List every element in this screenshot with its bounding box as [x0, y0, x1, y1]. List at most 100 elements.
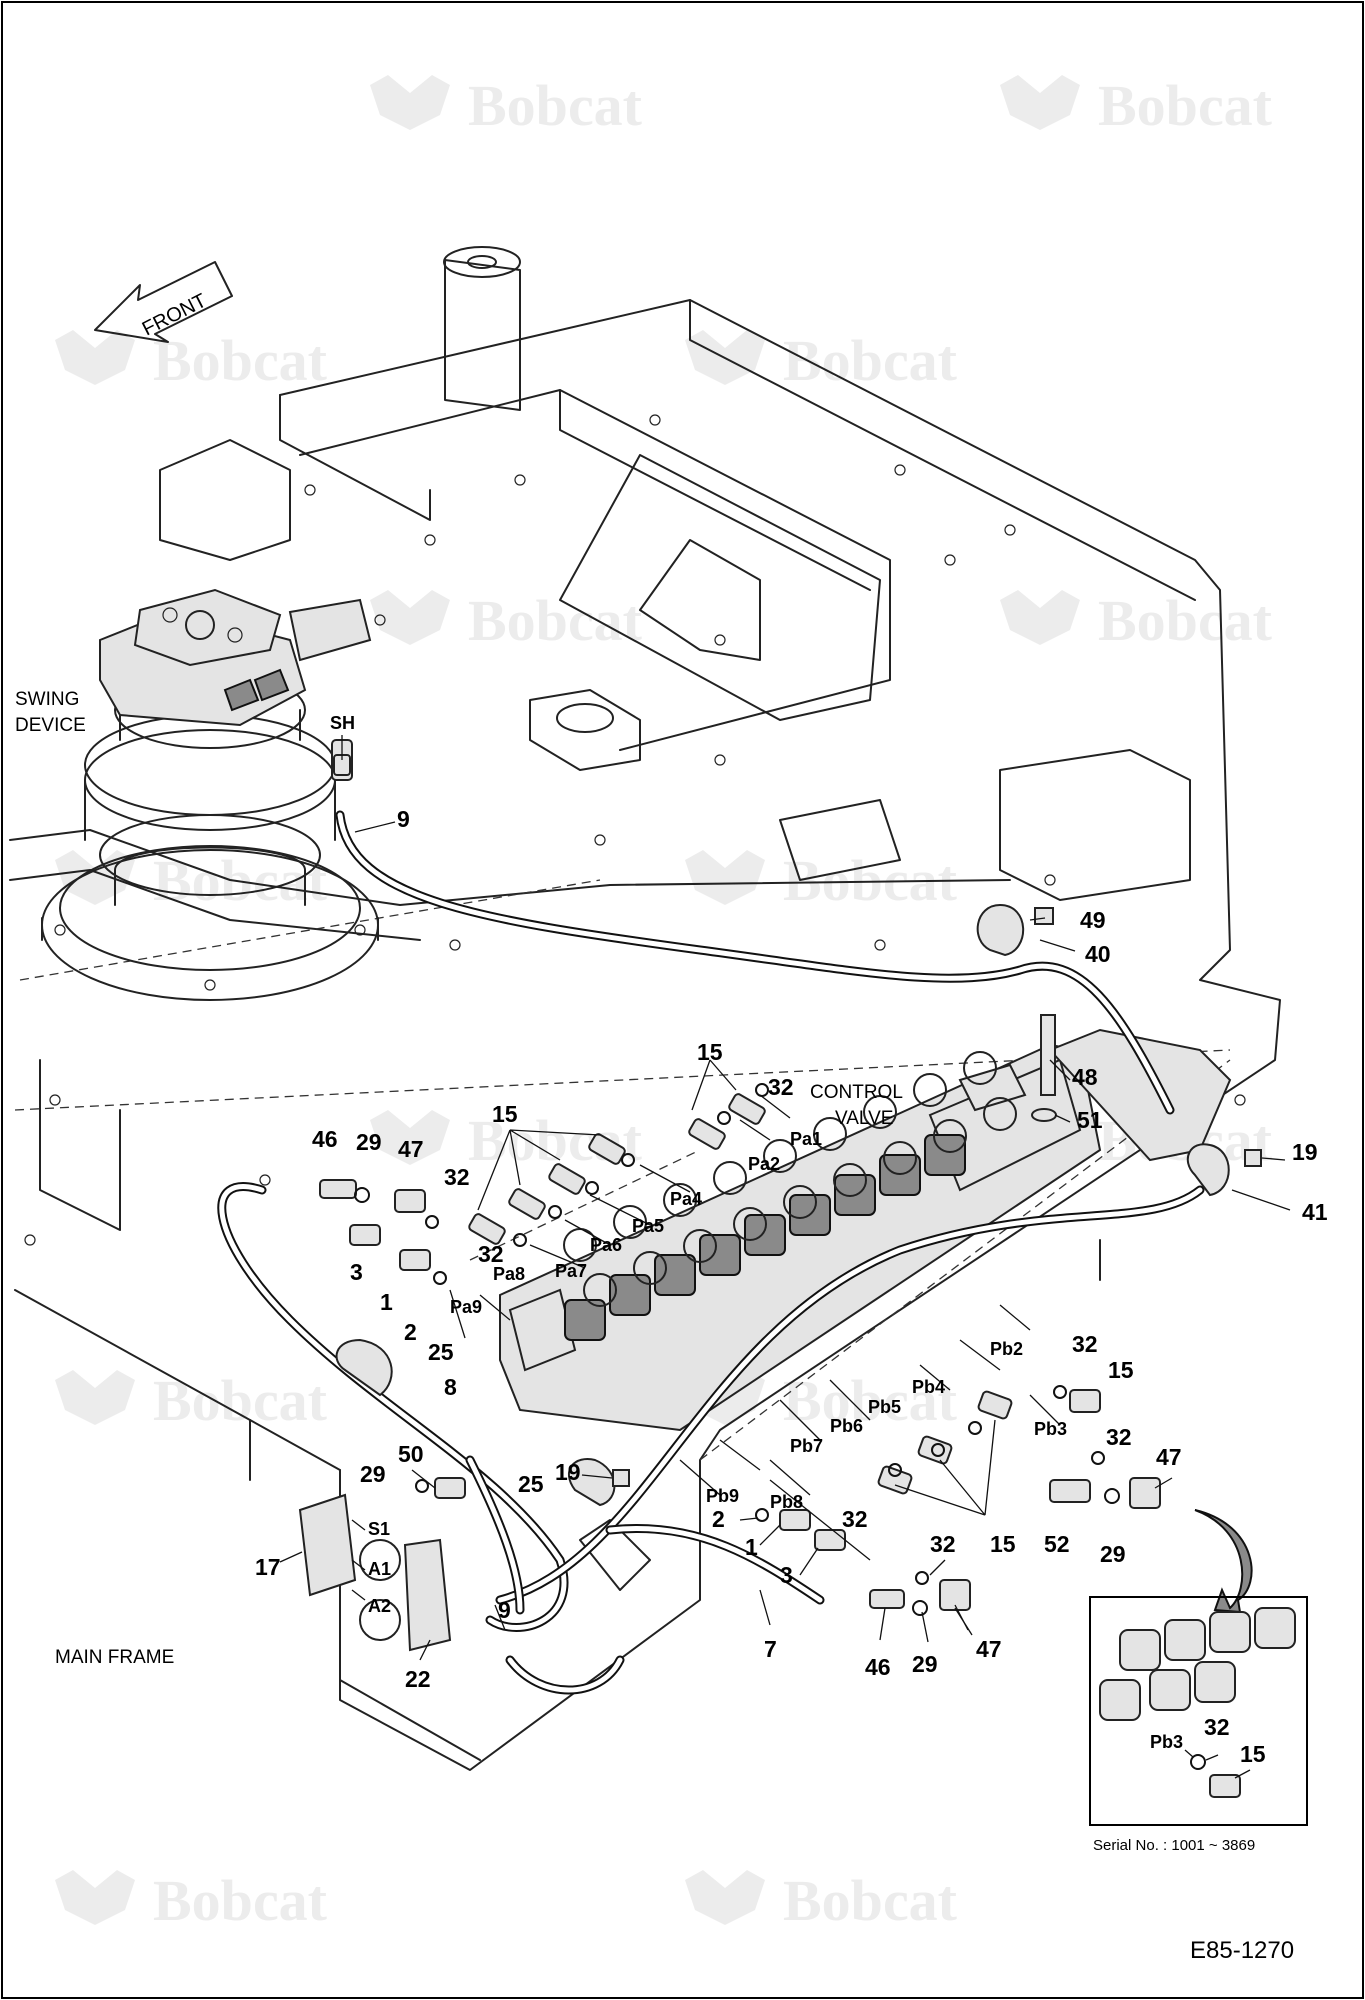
fitting-1 [399, 1249, 431, 1271]
callout-a2: A2 [368, 1596, 391, 1616]
callout-41: 41 [1302, 1199, 1328, 1225]
callout-2: 2 [404, 1319, 417, 1345]
watermark: Bobcat [1000, 588, 1273, 653]
callout-22: 22 [405, 1666, 431, 1692]
watermark-text: Bobcat [1098, 73, 1273, 138]
bolt-49 [1034, 907, 1054, 925]
callout-32: 32 [1106, 1424, 1132, 1450]
fitting-15 [548, 1163, 586, 1195]
fitting-3 [349, 1224, 381, 1246]
serial-number-range: Serial No. : 1001 ~ 3869 [1093, 1837, 1255, 1854]
bobcat-head-logo [55, 1870, 135, 1925]
watermark-text: Bobcat [468, 588, 643, 653]
callout-32: 32 [444, 1164, 470, 1190]
plate-22 [403, 1538, 452, 1652]
callout-40: 40 [1085, 941, 1111, 967]
hose-layer [217, 810, 1205, 1695]
callout-8: 8 [444, 1374, 457, 1400]
callout-s1: S1 [368, 1519, 390, 1539]
callout-3: 3 [780, 1562, 793, 1588]
callout-pb7: Pb7 [790, 1436, 823, 1456]
fitting-47 [1129, 1477, 1161, 1509]
inset-frame [1089, 1596, 1308, 1826]
curved-arrow-icon [1194, 1509, 1253, 1614]
callout-32: 32 [842, 1506, 868, 1532]
fitting-3 [814, 1529, 846, 1551]
callout-pa5: Pa5 [632, 1216, 664, 1236]
inset-callout-15: 15 [1240, 1741, 1266, 1767]
fitting-1 [779, 1509, 811, 1531]
watermark-text: Bobcat [153, 1368, 328, 1433]
callout-pa1: Pa1 [790, 1129, 822, 1149]
clamp-41 [1186, 1143, 1230, 1197]
callout-25: 25 [518, 1471, 544, 1497]
callout-48: 48 [1072, 1064, 1098, 1090]
bolt-19b [612, 1469, 630, 1487]
watermark: Bobcat [55, 1868, 328, 1933]
leader-lines [279, 735, 1291, 1661]
callout-32: 32 [478, 1241, 504, 1267]
assembly-labels: SWING DEVICE CONTROL VALVE MAIN FRAME [15, 689, 903, 1668]
callout-46: 46 [865, 1654, 891, 1680]
callout-sh: SH [330, 713, 355, 733]
clamp-25b [568, 1458, 616, 1507]
callout-2: 2 [712, 1506, 725, 1532]
callout-52: 52 [1044, 1531, 1070, 1557]
callout-15: 15 [1108, 1357, 1134, 1383]
callout-1: 1 [745, 1534, 758, 1560]
bobcat-head-logo [685, 1870, 765, 1925]
watermark-text: Bobcat [153, 1868, 328, 1933]
callout-47: 47 [976, 1636, 1002, 1662]
callout-17: 17 [255, 1554, 281, 1580]
watermark-text: Bobcat [153, 328, 328, 393]
callout-pa8: Pa8 [493, 1264, 525, 1284]
callout-19: 19 [1292, 1139, 1318, 1165]
callout-pb6: Pb6 [830, 1416, 863, 1436]
fitting-47 [939, 1579, 971, 1611]
clamp-25a [335, 1338, 393, 1397]
block-17 [298, 1493, 357, 1597]
control-valve-label: CONTROL [810, 1082, 903, 1103]
callout-1: 1 [380, 1289, 393, 1315]
watermark: Bobcat [55, 328, 328, 393]
callout-pb3: Pb3 [1034, 1419, 1067, 1439]
watermark-text: Bobcat [783, 1868, 958, 1933]
callout-50: 50 [398, 1441, 424, 1467]
callout-32: 32 [930, 1531, 956, 1557]
bobcat-head-logo [370, 590, 450, 645]
callout-9: 9 [498, 1597, 511, 1623]
callout-32: 32 [1072, 1331, 1098, 1357]
callout-pb4: Pb4 [912, 1377, 945, 1397]
bobcat-head-logo [1000, 590, 1080, 645]
inset-callout-pb3: Pb3 [1150, 1732, 1183, 1752]
callout-pa2: Pa2 [748, 1154, 780, 1174]
watermark: Bobcat [55, 1368, 328, 1433]
fitting-15 [688, 1118, 726, 1150]
callout-15: 15 [990, 1531, 1016, 1557]
callout-29: 29 [360, 1461, 386, 1487]
callout-19: 19 [555, 1459, 581, 1485]
watermark-text: Bobcat [783, 1368, 958, 1433]
watermark-text: Bobcat [783, 328, 958, 393]
clamp-40 [976, 903, 1025, 957]
fitting-15 [977, 1390, 1013, 1420]
callout-47: 47 [1156, 1444, 1182, 1470]
fitting-15 [468, 1213, 506, 1245]
callout-29: 29 [356, 1129, 382, 1155]
callout-29: 29 [1100, 1541, 1126, 1567]
callout-pb2: Pb2 [990, 1339, 1023, 1359]
callout-15: 15 [697, 1039, 723, 1065]
drawing-number: E85-1270 [1190, 1937, 1294, 1964]
fitting-46 [869, 1589, 905, 1609]
callout-pa9: Pa9 [450, 1297, 482, 1317]
swing-device-drawing [41, 588, 379, 1001]
fitting-15 [508, 1188, 546, 1220]
watermark: Bobcat [370, 588, 643, 653]
main-frame-drawing [9, 246, 1281, 1771]
fitting-15 [1209, 1774, 1241, 1798]
callout-51: 51 [1077, 1107, 1103, 1133]
bobcat-head-logo [370, 75, 450, 130]
watermark: Bobcat [1000, 73, 1273, 138]
callout-49: 49 [1080, 907, 1106, 933]
